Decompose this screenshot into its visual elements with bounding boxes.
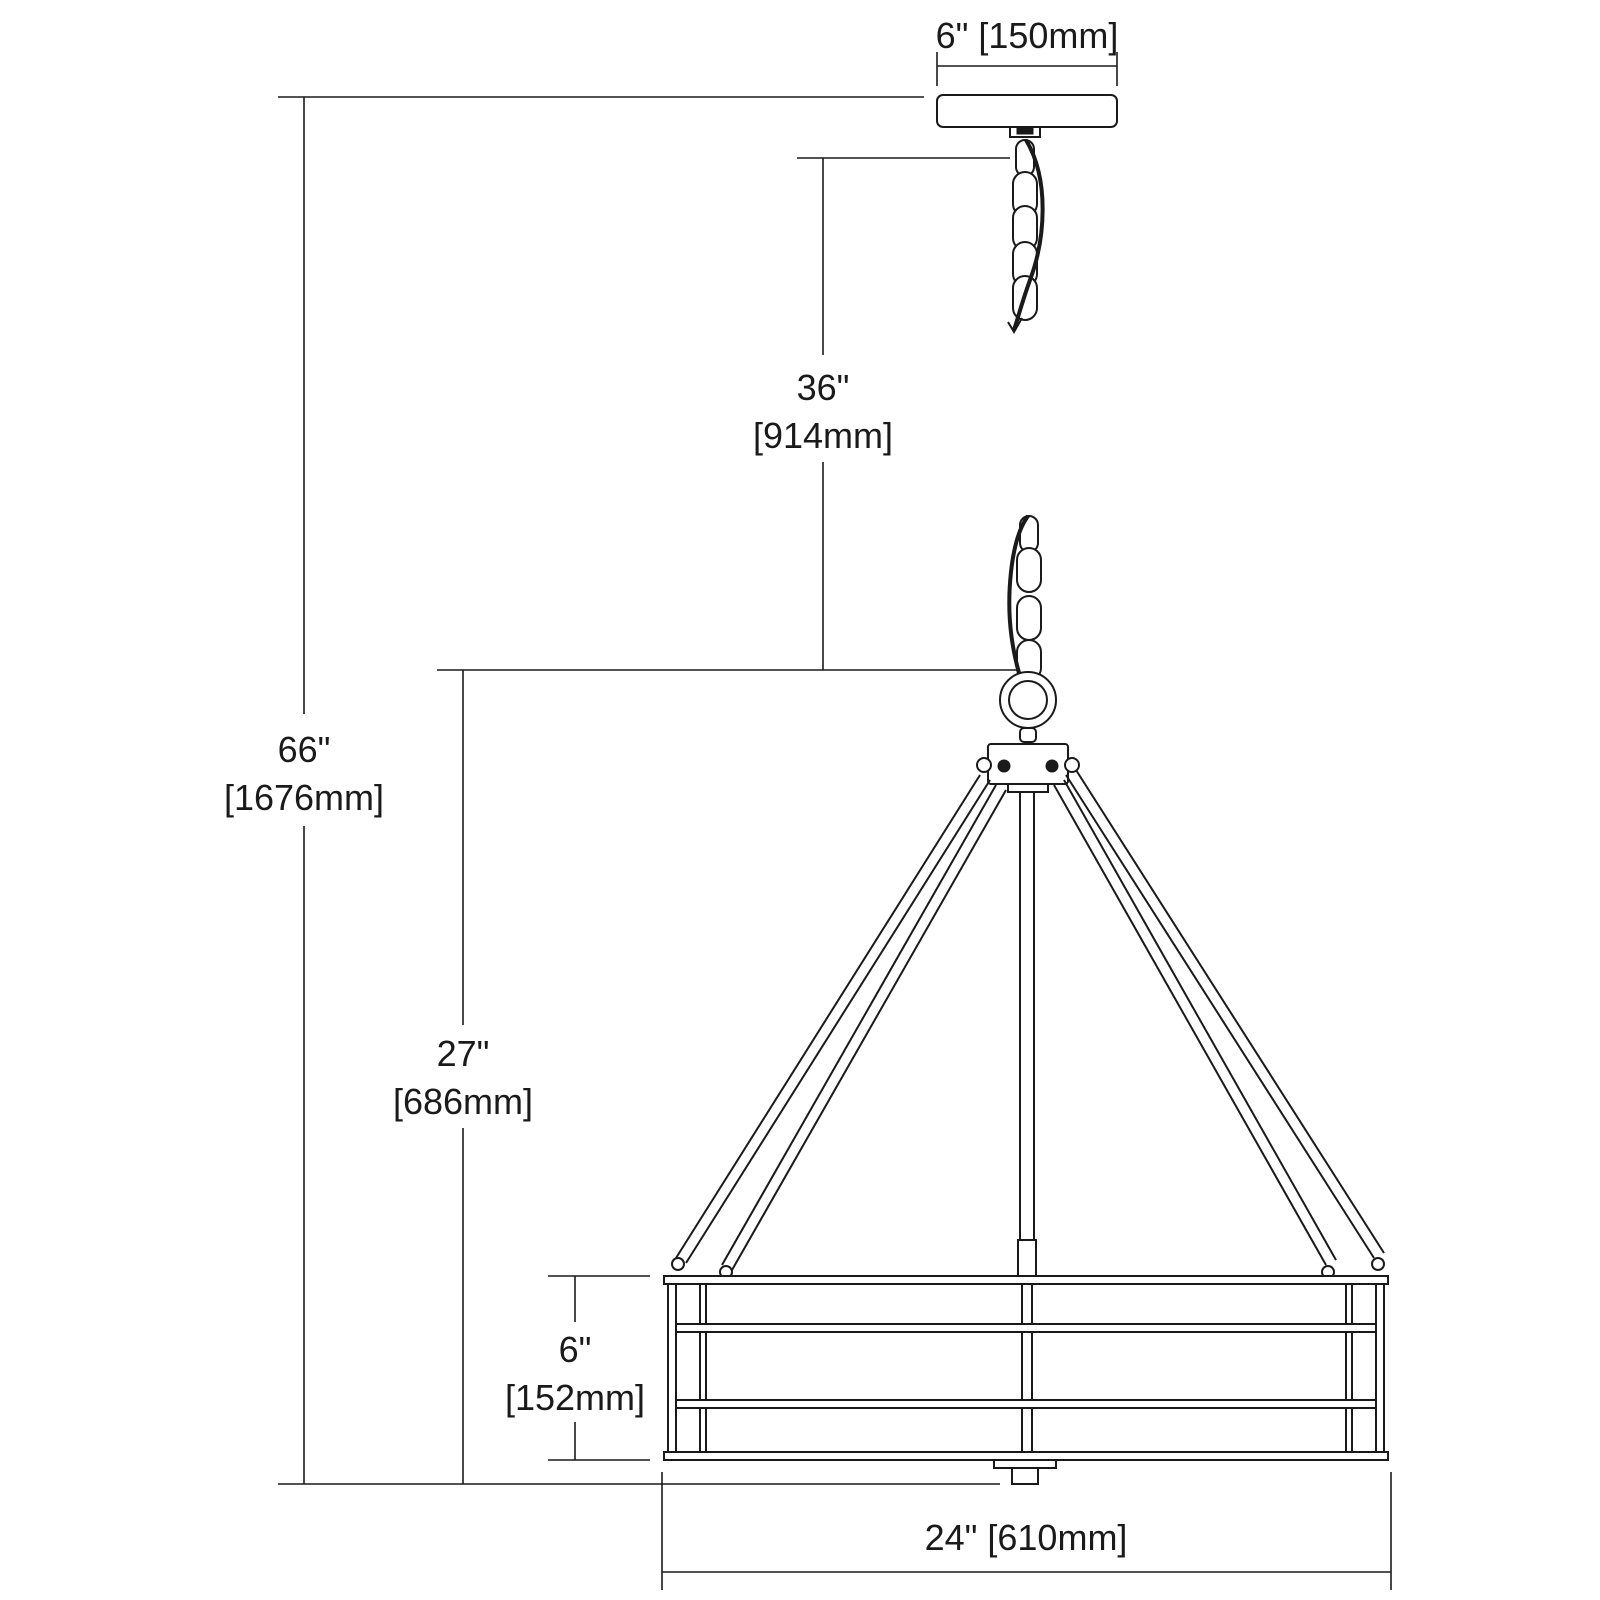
overall-height-imperial: 66": [278, 729, 331, 770]
center-hub: [976, 743, 1080, 793]
shade-height-imperial: 6": [559, 1329, 592, 1370]
dimension-labels: 6" [150mm] 36" [914mm] 66" [1676mm] 27" …: [224, 15, 1127, 1558]
fixture-height-metric: [686mm]: [393, 1081, 533, 1122]
shade-height-metric: [152mm]: [505, 1377, 645, 1418]
upper-chain: [1007, 138, 1045, 334]
lower-chain: [999, 514, 1057, 743]
shade-cage: [663, 1275, 1389, 1485]
support-arms: [671, 769, 1385, 1279]
center-rod: [1017, 791, 1037, 1459]
chain-length-imperial: 36": [797, 367, 850, 408]
canopy-width-label: 6" [150mm]: [936, 15, 1119, 56]
fixture-width-label: 24" [610mm]: [925, 1517, 1128, 1558]
canopy: [936, 94, 1118, 138]
dimension-lines: [278, 52, 1392, 1590]
overall-height-metric: [1676mm]: [224, 777, 384, 818]
chain-length-metric: [914mm]: [753, 415, 893, 456]
fixture-height-imperial: 27": [437, 1033, 490, 1074]
